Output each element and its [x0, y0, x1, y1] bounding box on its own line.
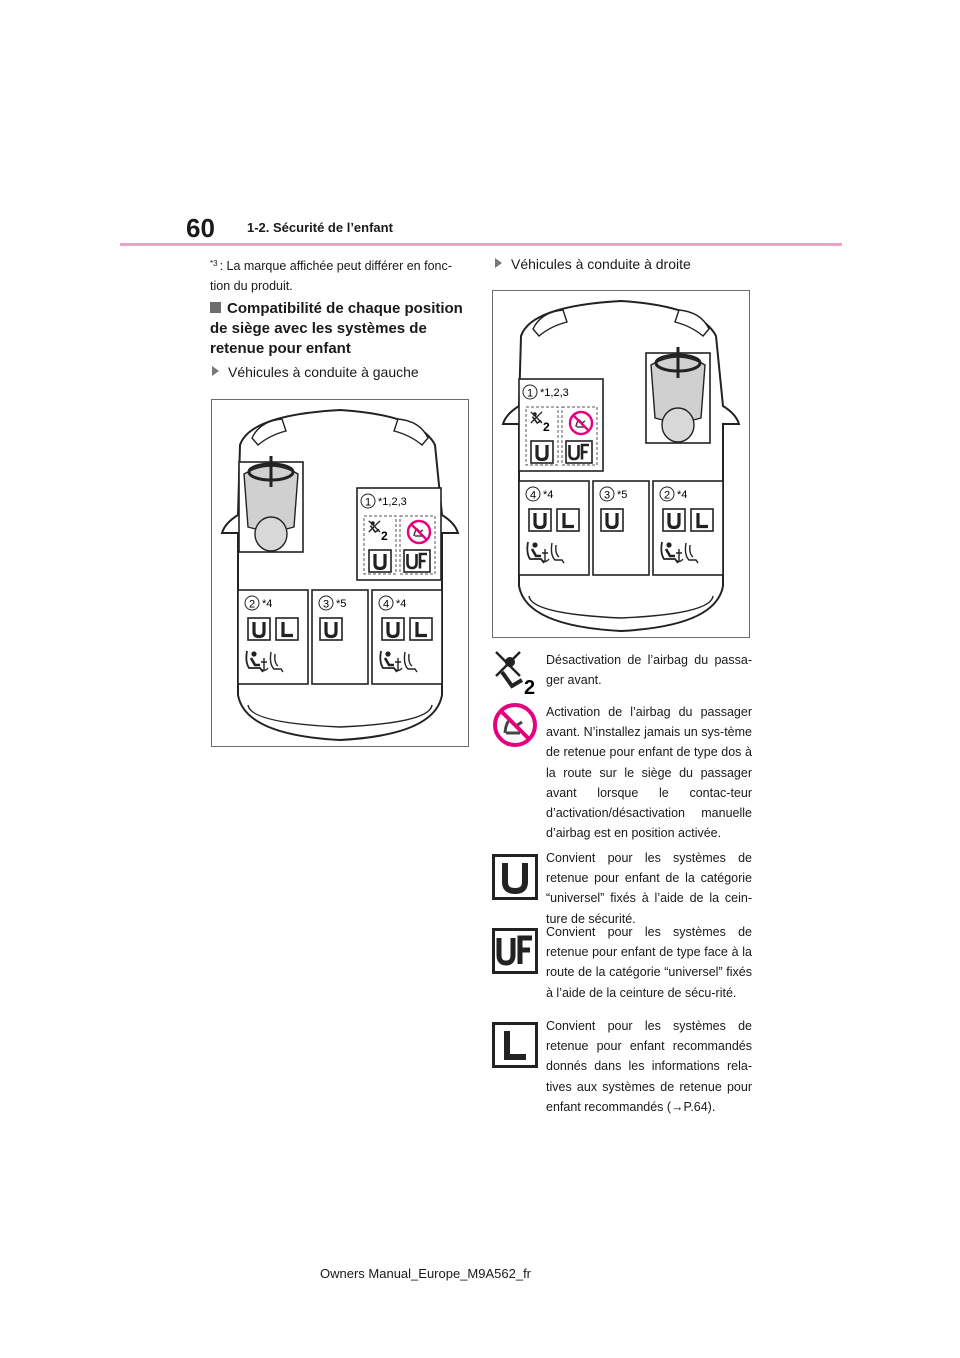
left-drive-diagram: 1 *1,2,3 2 2 *4 3 *5 — [221, 409, 459, 741]
left-drive-label: Véhicules à conduite à gauche — [212, 364, 419, 380]
footnote-text: : La marque affichée peut différer en fo… — [210, 259, 452, 293]
seat-number: 4 — [530, 490, 536, 502]
legend-text-no-rear-facing: Activation de l’airbag du passager avant… — [546, 705, 752, 841]
seat-note: *5 — [336, 598, 346, 610]
rear-seat-4: 4 *4 — [371, 589, 443, 685]
two-mark: 2 — [524, 677, 535, 696]
section-title: 1-2. Sécurité de l’enfant — [247, 220, 393, 235]
rear-seat-3: 3 *5 — [311, 589, 369, 685]
u-mark-icon — [492, 854, 538, 900]
two-mark: 2 — [381, 529, 388, 543]
seat-number: 4 — [383, 599, 389, 611]
footnote-marker: *3 — [210, 259, 218, 268]
seat-number: 3 — [323, 599, 329, 611]
header-rule — [120, 243, 842, 246]
front-seat-driver — [237, 454, 305, 554]
seat-number: 1 — [365, 497, 371, 509]
section-heading-text: Compatibilité de chaque position de sièg… — [210, 300, 463, 357]
legend-text-uf-mark: Convient pour les systèmes de retenue po… — [546, 925, 752, 1000]
rear-seat-3: 3 *5 — [592, 480, 650, 576]
page-number: 60 — [186, 213, 215, 243]
footer-doc-id: Owners Manual_Europe_M9A562_fr — [320, 1266, 532, 1281]
seat-number: 2 — [249, 599, 255, 611]
triangle-bullet-icon — [212, 366, 219, 376]
legend-text-airbag-off: Désactivation de l’airbag du passa-ger a… — [546, 653, 752, 688]
right-drive-figure: 1 *1,2,3 2 4 *4 3 *5 — [492, 290, 750, 638]
rear-seat-2: 2 *4 — [652, 480, 724, 576]
seat-note: *4 — [543, 489, 553, 501]
seat-number: 3 — [604, 490, 610, 502]
seat-note: *1,2,3 — [540, 387, 569, 399]
no-rear-facing-icon — [493, 703, 537, 747]
seat-number: 2 — [664, 490, 670, 502]
left-drive-figure: 1 *1,2,3 2 2 *4 3 *5 — [211, 399, 469, 747]
seat-note: *4 — [677, 489, 687, 501]
square-bullet-icon — [210, 302, 221, 313]
triangle-bullet-icon — [495, 258, 502, 268]
left-drive-label-text: Véhicules à conduite à gauche — [228, 364, 419, 380]
right-drive-label: Véhicules à conduite à droite — [495, 256, 691, 272]
legend-text-u-mark: Convient pour les systèmes de retenue po… — [546, 851, 752, 926]
l-mark-icon — [492, 1022, 538, 1068]
right-drive-label-text: Véhicules à conduite à droite — [511, 256, 691, 272]
right-drive-diagram: 1 *1,2,3 2 4 *4 3 *5 — [502, 300, 740, 632]
front-seat-1: 1 *1,2,3 2 — [518, 378, 604, 472]
seat-note: *1,2,3 — [378, 496, 407, 508]
front-seat-1: 1 *1,2,3 2 — [356, 487, 442, 581]
seat-note: *4 — [396, 598, 406, 610]
seat-note: *5 — [617, 489, 627, 501]
uf-mark-icon — [492, 928, 538, 974]
airbag-off-icon: 2 — [495, 651, 535, 696]
footnote: *3: La marque affichée peut différer en … — [210, 256, 465, 296]
rear-seat-4: 4 *4 — [518, 480, 590, 576]
legend-text-l-mark: Convient pour les systèmes de retenue po… — [546, 1019, 752, 1114]
two-mark: 2 — [543, 420, 550, 434]
front-seat-driver — [644, 345, 712, 445]
seat-note: *4 — [262, 598, 272, 610]
seat-number: 1 — [527, 388, 533, 400]
section-heading: Compatibilité de chaque position de sièg… — [210, 299, 470, 359]
rear-seat-2: 2 *4 — [237, 589, 309, 685]
